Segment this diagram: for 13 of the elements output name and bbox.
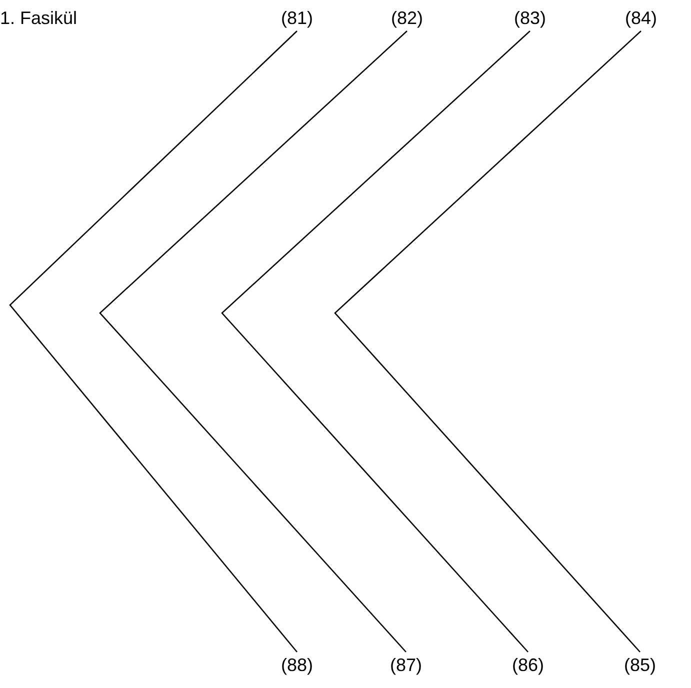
number-label: (85): [624, 654, 656, 676]
number-label: (84): [625, 7, 657, 29]
fold-line: [9, 30, 298, 652]
fold-line: [99, 30, 408, 652]
heading: 1. Fasikül: [0, 7, 78, 29]
fold-line: [334, 30, 642, 652]
number-label: (88): [281, 654, 313, 676]
number-label: (82): [391, 7, 423, 29]
number-label: (83): [514, 7, 546, 29]
fold-line: [221, 30, 530, 652]
number-label: (86): [512, 654, 544, 676]
number-label: (87): [390, 654, 422, 676]
number-label: (81): [281, 7, 313, 29]
